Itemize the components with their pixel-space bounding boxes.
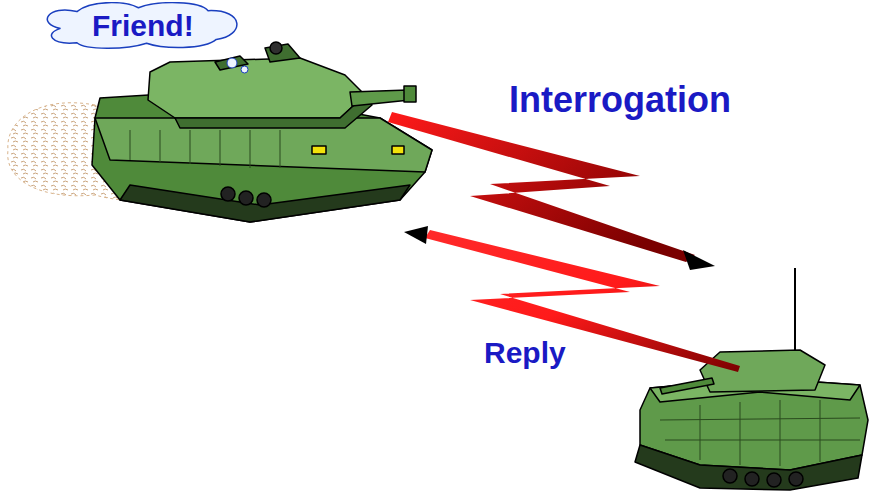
thought-bubble: Friend! — [40, 2, 245, 50]
thought-dot — [239, 64, 250, 75]
bubble-text: Friend! — [92, 9, 194, 43]
signal-label: Reply — [484, 336, 566, 370]
signal-label: Interrogation — [509, 79, 731, 121]
thought-dot — [225, 56, 239, 70]
